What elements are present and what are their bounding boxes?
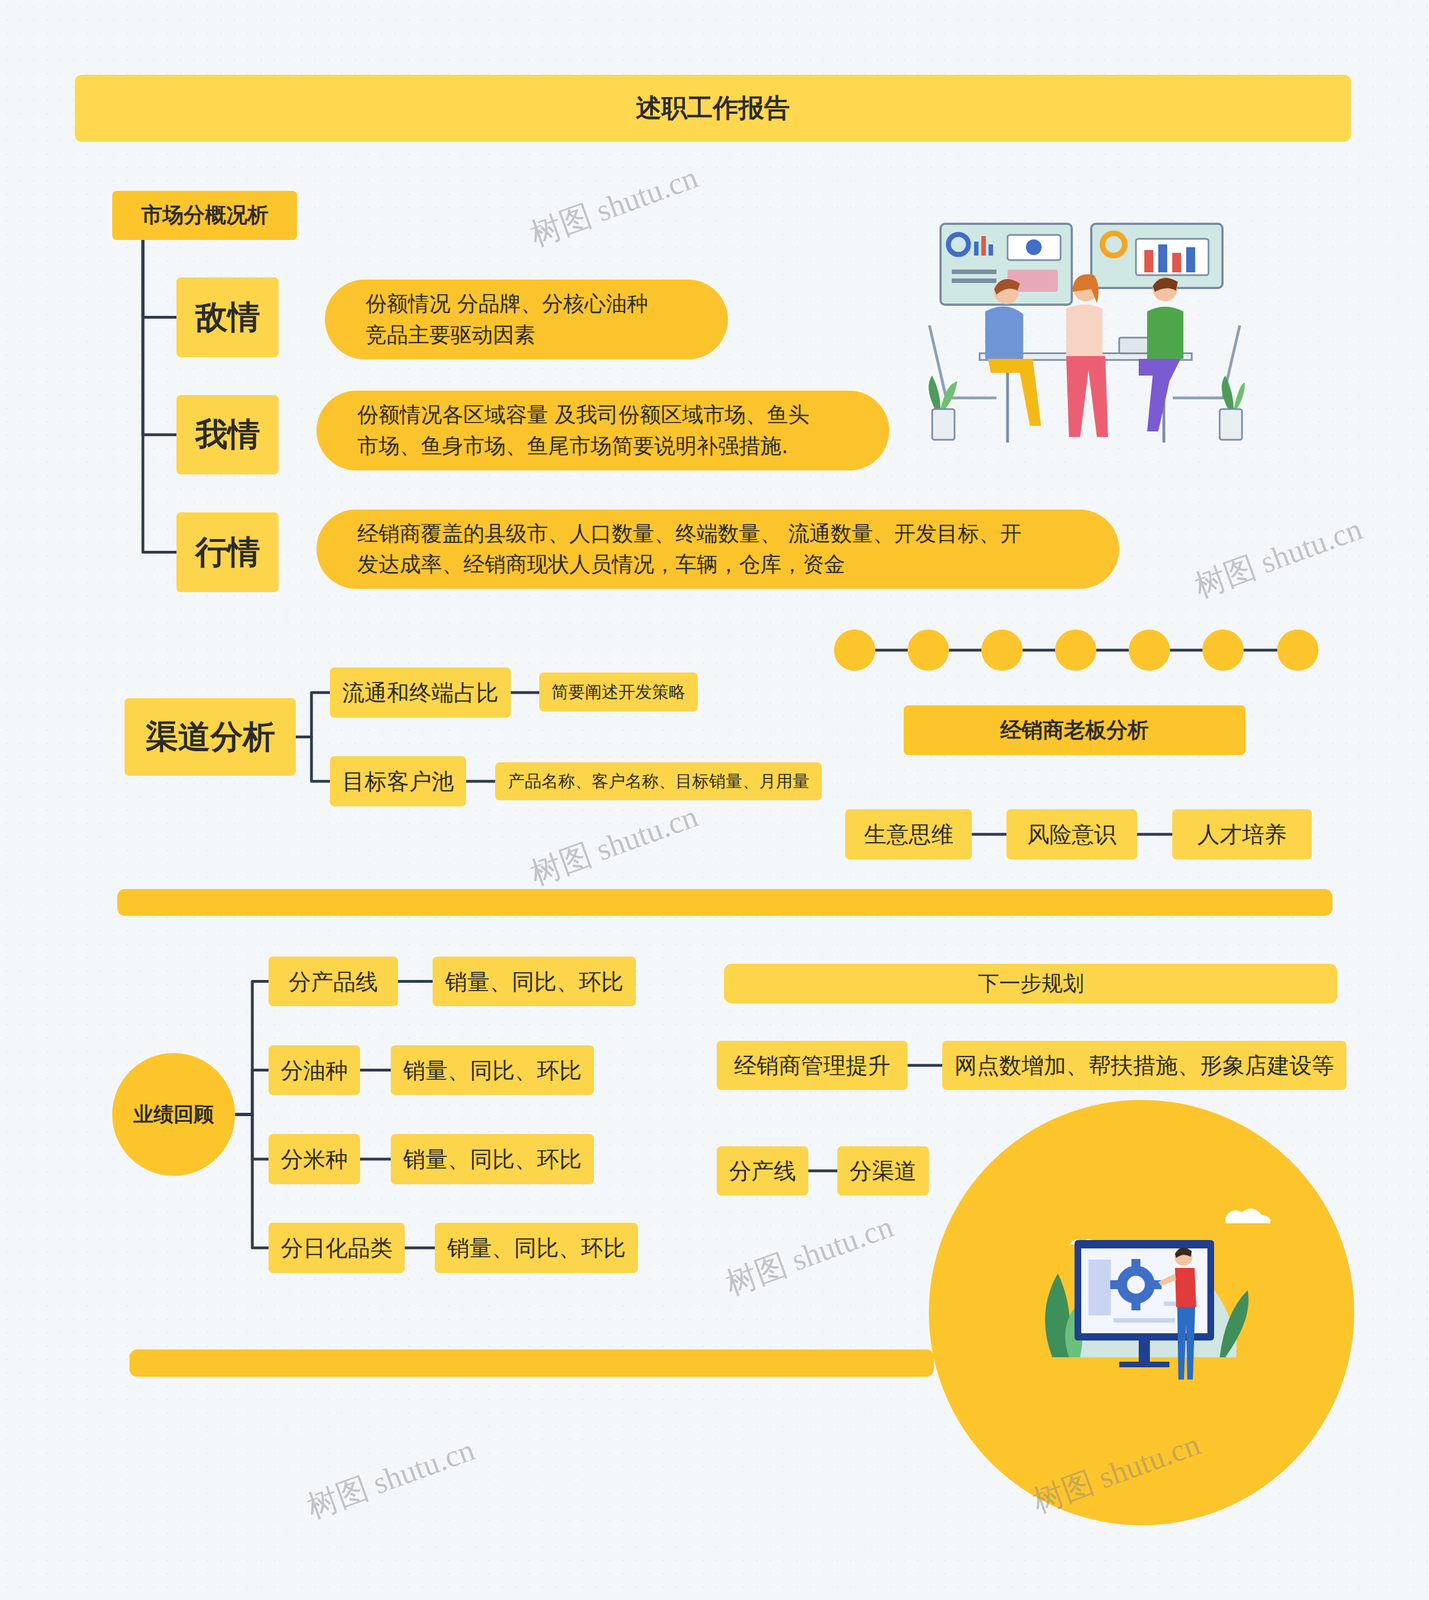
connector — [808, 1169, 838, 1173]
item-box: 目标客户池 — [329, 756, 467, 807]
item-box: 风险意识 — [1006, 809, 1138, 860]
node-text: 分渠道 — [849, 1157, 917, 1185]
watermark: 树图 shutu.cn — [524, 795, 704, 896]
item-box: 生意思维 — [845, 809, 972, 860]
watermark: 树图 shutu.cn — [719, 1206, 899, 1307]
heading-box: 市场分概况析 — [112, 190, 297, 241]
plan-band: 下一步规划 — [723, 964, 1338, 1004]
connector — [907, 1064, 943, 1068]
node-text: 分产品线 — [288, 968, 378, 996]
connector — [142, 240, 177, 318]
item-box: 经销商管理提升 — [716, 1041, 908, 1091]
office-illustration — [928, 223, 1245, 443]
watermark: 树图 shutu.cn — [1026, 1423, 1206, 1524]
connector — [235, 981, 269, 1116]
node-text: 份额情况 分品牌、分核心油种 竞品主要驱动因素 — [365, 288, 668, 350]
node-text: 份额情况各区域容量 及我司份额区域市场、鱼头市场、鱼身市场、鱼尾市场简要说明补强… — [357, 399, 821, 462]
item-box: 分渠道 — [837, 1146, 929, 1196]
connector — [404, 1247, 435, 1250]
node-text: 敌情 — [195, 298, 261, 338]
item-box: 分产线 — [716, 1146, 809, 1196]
watermark: 树图 shutu.cn — [524, 156, 704, 257]
node-text: 分日化品类 — [280, 1234, 393, 1262]
dot-chain — [833, 629, 1319, 671]
connector — [397, 980, 433, 983]
node-text: 市场分概况析 — [141, 202, 269, 229]
watermark: 树图 shutu.cn — [1188, 508, 1368, 609]
settings-illustration — [1044, 1209, 1271, 1380]
item-box: 流通和终端占比 — [329, 667, 511, 718]
title-bar: 述职工作报告 — [74, 74, 1351, 142]
connector — [510, 691, 540, 695]
node-text: 分产线 — [729, 1157, 796, 1185]
connector — [466, 780, 496, 784]
topic-box: 行情 — [176, 512, 279, 593]
node-text: 人才培养 — [1197, 821, 1287, 848]
item-box: 销量、同比、环比 — [390, 1045, 594, 1096]
node-text: 目标客户池 — [342, 768, 454, 795]
detail-pill: 份额情况 分品牌、分核心油种 竞品主要驱动因素 — [324, 279, 728, 360]
node-text: 分米种 — [280, 1145, 348, 1173]
detail-pill: 经销商覆盖的县级市、人口数量、终端数量、 流通数量、开发目标、开发达成率、经销商… — [316, 509, 1120, 589]
node-text: 生意思维 — [864, 821, 954, 848]
item-box: 销量、同比、环比 — [434, 1223, 639, 1274]
connector — [142, 240, 177, 553]
topic-box: 渠道分析 — [124, 698, 296, 776]
node-text: 流通和终端占比 — [342, 679, 499, 707]
connector — [142, 240, 177, 435]
node-text: 业绩回顾 — [133, 1102, 214, 1127]
note-box: 产品名称、客户名称、目标销量、月用量 — [495, 762, 822, 801]
node-text: 渠道分析 — [145, 717, 276, 757]
item-box: 销量、同比、环比 — [390, 1134, 594, 1185]
node-text: 网点数增加、帮扶措施、形象店建设等 — [954, 1052, 1335, 1080]
watermark: 树图 shutu.cn — [300, 1429, 481, 1530]
connector — [1137, 833, 1173, 837]
heading-box: 经销商老板分析 — [903, 705, 1246, 756]
node-text: 下一步规划 — [977, 971, 1085, 997]
item-box: 人才培养 — [1172, 809, 1312, 860]
item-box: 网点数增加、帮扶措施、形象店建设等 — [942, 1041, 1347, 1091]
node-text: 简要阐述开发策略 — [551, 682, 686, 703]
node-text: 销量、同比、环比 — [403, 1145, 582, 1173]
divider-bar — [117, 889, 1333, 917]
note-box: 简要阐述开发策略 — [539, 672, 698, 712]
node-text: 产品名称、客户名称、目标销量、月用量 — [507, 771, 810, 792]
big-circle — [928, 1100, 1355, 1526]
node-text: 分油种 — [280, 1057, 348, 1085]
item-box: 分米种 — [268, 1134, 361, 1185]
item-box: 分日化品类 — [268, 1223, 405, 1274]
node-text: 销量、同比、环比 — [403, 1057, 582, 1085]
topic-box: 我情 — [176, 395, 279, 475]
topic-circle: 业绩回顾 — [112, 1053, 236, 1177]
connector — [235, 1114, 269, 1249]
node-text: 经销商覆盖的县级市、人口数量、终端数量、 流通数量、开发目标、开发达成率、经销商… — [357, 518, 1033, 580]
node-text: 行情 — [195, 533, 261, 573]
detail-pill: 份额情况各区域容量 及我司份额区域市场、鱼头市场、鱼身市场、鱼尾市场简要说明补强… — [316, 390, 890, 471]
node-text: 我情 — [195, 415, 261, 455]
node-text: 销量、同比、环比 — [444, 968, 624, 996]
node-text: 经销商老板分析 — [1000, 717, 1149, 744]
connector — [360, 1158, 391, 1162]
divider-bar — [129, 1349, 934, 1378]
item-box: 销量、同比、环比 — [432, 956, 636, 1007]
connector — [360, 1068, 391, 1072]
connector — [235, 1070, 269, 1116]
connector — [971, 833, 1007, 837]
connector — [295, 737, 330, 783]
node-text: 风险意识 — [1027, 821, 1117, 848]
node-text: 销量、同比、环比 — [447, 1234, 626, 1262]
item-box: 分油种 — [268, 1045, 361, 1096]
item-box: 分产品线 — [268, 956, 398, 1007]
connector — [295, 692, 330, 738]
title-text: 述职工作报告 — [635, 90, 790, 126]
topic-box: 敌情 — [176, 277, 279, 358]
node-text: 经销商管理提升 — [734, 1052, 891, 1080]
